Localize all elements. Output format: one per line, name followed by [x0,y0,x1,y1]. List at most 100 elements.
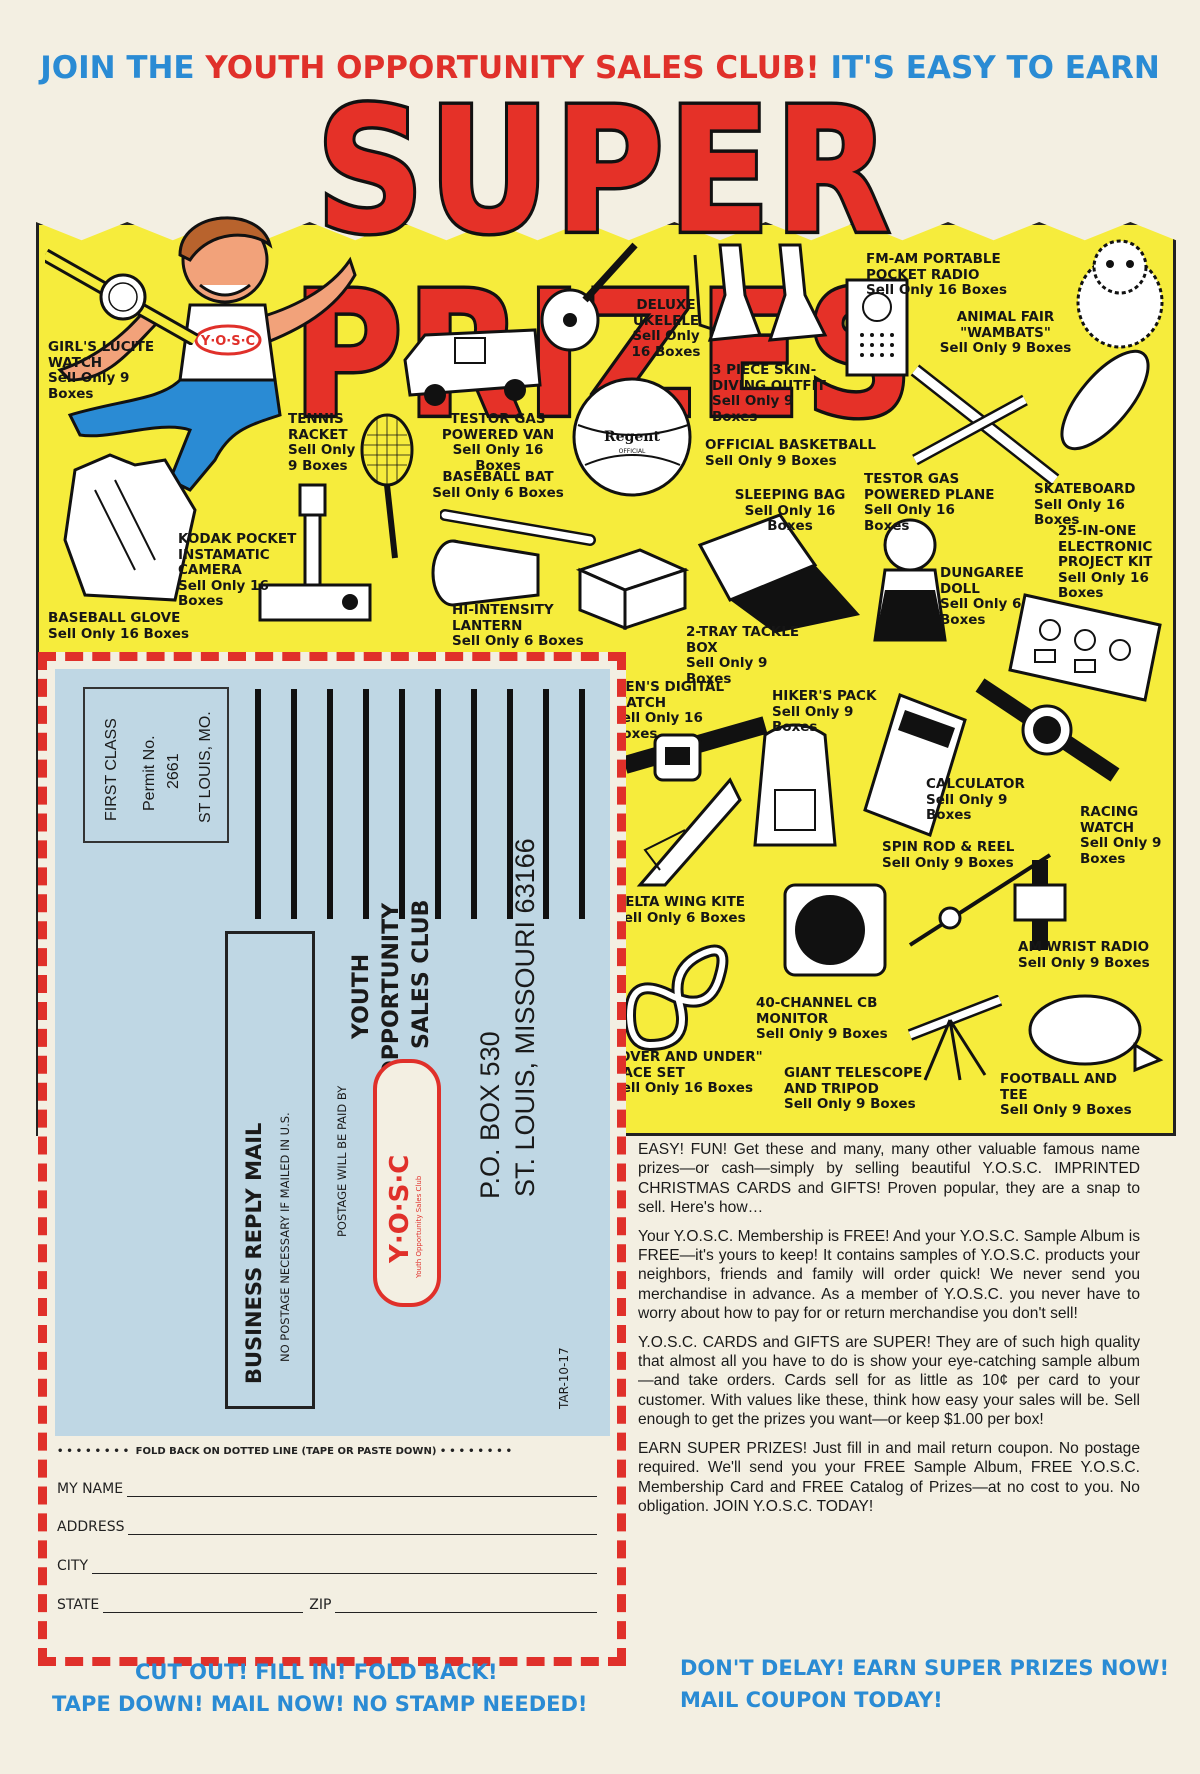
business-reply-panel: FIRST CLASS Permit No. 2661 ST LOUIS, MO… [55,669,610,1436]
girls-watch-illustration [45,245,205,345]
wrist-radio-illustration [1000,860,1080,950]
delta-kite-illustration [625,770,745,890]
postal-bar [291,689,297,919]
cb-monitor-illustration [775,870,895,990]
cta-line-2: MAIL COUPON TODAY! [680,1688,943,1712]
header-join: JOIN THE [40,50,195,86]
plane-illustration [905,360,1065,490]
digital-watch-illustration [620,715,770,795]
state-label: STATE [57,1597,100,1613]
business-reply-box: BUSINESS REPLY MAIL NO POSTAGE NECESSARY… [225,931,315,1409]
header-easy: IT'S EASY TO EARN [830,50,1160,86]
sleeping-bag-illustration [690,505,865,635]
addressee-line-2: OPPORTUNITY [379,902,404,1079]
city-field[interactable]: CITY [57,1550,597,1574]
state-zip-field[interactable]: STATE ZIP [57,1589,597,1613]
basketball-illustration: Regent OFFICIAL [570,375,695,500]
mascot-illustration: Y·O·S·C [50,200,360,500]
logo-text: Y·O·S·C [385,1154,415,1263]
permit-label: Permit No. [141,735,158,811]
skateboard-illustration [1040,335,1170,465]
body-paragraph: Y.O.S.C. CARDS and GIFTS are SUPER! They… [638,1333,1140,1429]
header-line: JOIN THE YOUTH OPPORTUNITY SALES CLUB! I… [0,50,1200,86]
business-reply-title: BUSINESS REPLY MAIL [242,1122,266,1384]
telescope-illustration [900,995,1010,1085]
form-code: TAR-10-17 [557,1347,571,1409]
name-label: MY NAME [57,1481,124,1497]
postal-bar [255,689,261,919]
tackle-box-illustration [570,530,690,630]
city-label: CITY [57,1558,89,1574]
pocket-radio-illustration [842,275,912,380]
po-box: P.O. BOX 530 [475,1031,505,1199]
rod-reel-illustration [905,850,1055,950]
name-field[interactable]: MY NAME [57,1473,597,1497]
racing-watch-illustration [975,675,1125,785]
zip-label: ZIP [309,1597,332,1613]
doll-illustration [860,510,960,670]
ukelele-illustration [535,235,645,355]
fold-line: •••••••• FOLD BACK ON DOTTED LINE (TAPE … [57,1446,516,1457]
postage-paid-by: POSTAGE WILL BE PAID BY [335,1085,349,1237]
basketball-brand: Regent [604,429,660,445]
logo-tagline: Youth Opportunity Sales Club [415,1175,423,1278]
address-field[interactable]: ADDRESS [57,1511,597,1535]
postal-bar [471,689,477,919]
baseball-glove-illustration [55,450,205,610]
coupon-instructions-line-2: TAPE DOWN! MAIL NOW! NO STAMP NEEDED! [52,1692,588,1716]
tennis-racket-illustration [355,410,420,560]
camera-illustration [255,480,375,625]
permit-class: FIRST CLASS [103,718,120,821]
postal-bar [327,689,333,919]
mail-coupon[interactable]: FIRST CLASS Permit No. 2661 ST LOUIS, MO… [38,652,626,1666]
postal-bar [579,689,585,919]
prize-label: ANIMAL FAIR "WAMBATS"Sell Only 9 Boxes [939,309,1072,356]
van-illustration [395,320,545,415]
cta-line-1: DON'T DELAY! EARN SUPER PRIZES NOW! [680,1656,1170,1680]
body-copy: EASY! FUN! Get these and many, many othe… [638,1140,1140,1525]
permit-city: ST LOUIS, MO. [197,711,214,823]
body-paragraph: EASY! FUN! Get these and many, many othe… [638,1141,1140,1217]
baseball-bat-illustration [440,505,600,550]
postal-bar [363,689,369,919]
yosc-logo: Y·O·S·C Youth Opportunity Sales Club [373,1059,441,1307]
no-postage-note: NO POSTAGE NECESSARY IF MAILED IN U.S. [278,1112,292,1362]
coupon-instructions-line-1: CUT OUT! FILL IN! FOLD BACK! [135,1660,498,1684]
postal-bar [399,689,405,919]
hikers-pack-illustration [745,715,845,855]
header-club-name: YOUTH OPPORTUNITY SALES CLUB! [205,50,820,86]
postal-bar [435,689,441,919]
calculator-illustration [860,690,970,840]
diving-outfit-illustration [690,235,835,355]
body-paragraph: Your Y.O.S.C. Membership is FREE! And yo… [638,1227,1140,1323]
permit-box: FIRST CLASS Permit No. 2661 ST LOUIS, MO… [83,687,229,843]
mascot-shirt-logo: Y·O·S·C [200,334,255,349]
address-label: ADDRESS [57,1519,125,1535]
city-zip: ST. LOUIS, MISSOURI 63166 [510,838,540,1197]
race-set-illustration [620,935,740,1055]
